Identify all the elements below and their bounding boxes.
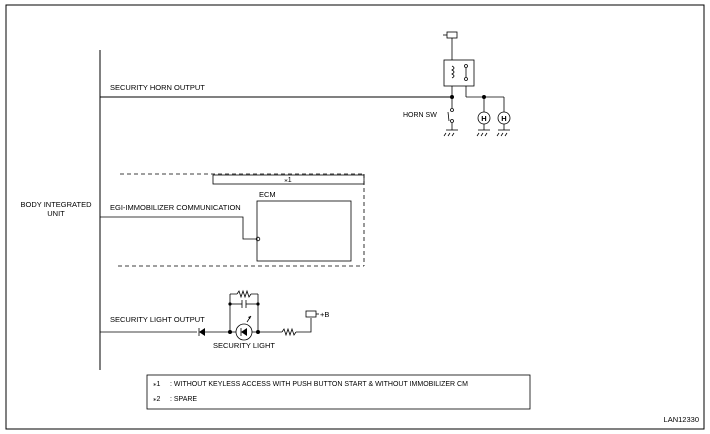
figure-id: LAN12330	[664, 415, 699, 424]
option-marker-box	[212, 174, 365, 185]
horn-switch-label: HORN SW	[403, 112, 437, 119]
note-1-text: : WITHOUT KEYLESS ACCESS WITH PUSH BUTTO…	[170, 381, 468, 388]
light-output-label: SECURITY LIGHT OUTPUT	[110, 315, 205, 324]
horn-1-icon: H	[476, 111, 491, 137]
ecm-terminal	[255, 236, 261, 242]
horn-switch-blade	[447, 111, 450, 122]
ecm-box	[256, 200, 352, 262]
note-2-text: : SPARE	[170, 396, 197, 403]
security-light-led-icon	[235, 315, 253, 341]
light-series-resistor-icon	[281, 327, 297, 337]
horn-switch-ground-icon	[443, 129, 458, 137]
battery-label: +B	[320, 310, 329, 319]
light-diode-icon	[198, 328, 205, 336]
horn-relay-coil	[451, 65, 455, 79]
relay-contact-bottom	[464, 77, 468, 81]
light-capacitor-icon	[241, 300, 247, 308]
security-light-label: SECURITY LIGHT	[213, 341, 275, 350]
horn-switch-contact-a	[450, 108, 454, 112]
unit-label-line1: BODY INTEGRATED	[21, 200, 93, 209]
notes-box	[146, 374, 531, 410]
relay-contact-top	[464, 64, 468, 68]
horn-fuse	[446, 31, 458, 39]
horn-switch-contact-b	[450, 119, 454, 123]
light-resistor-icon	[236, 289, 252, 299]
unit-label-line2: UNIT	[47, 209, 65, 218]
horn-output-label: SECURITY HORN OUTPUT	[110, 83, 205, 92]
light-wire-4	[296, 318, 312, 333]
ecm-label: ECM	[259, 190, 276, 199]
note-1-marker: ⁎1	[153, 381, 161, 388]
immobilizer-label: EGI-IMMOBILIZER COMMUNICATION	[110, 203, 241, 212]
svg-text:H: H	[481, 114, 486, 123]
horn-2-icon: H	[496, 111, 511, 137]
immobilizer-wire	[100, 216, 256, 240]
option-marker-label: ⁎1	[284, 177, 292, 184]
horn-relay-box	[443, 59, 475, 87]
outer-frame	[5, 4, 705, 430]
note-2-marker: ⁎2	[153, 396, 161, 403]
svg-text:H: H	[501, 114, 506, 123]
light-fuse	[305, 310, 317, 318]
